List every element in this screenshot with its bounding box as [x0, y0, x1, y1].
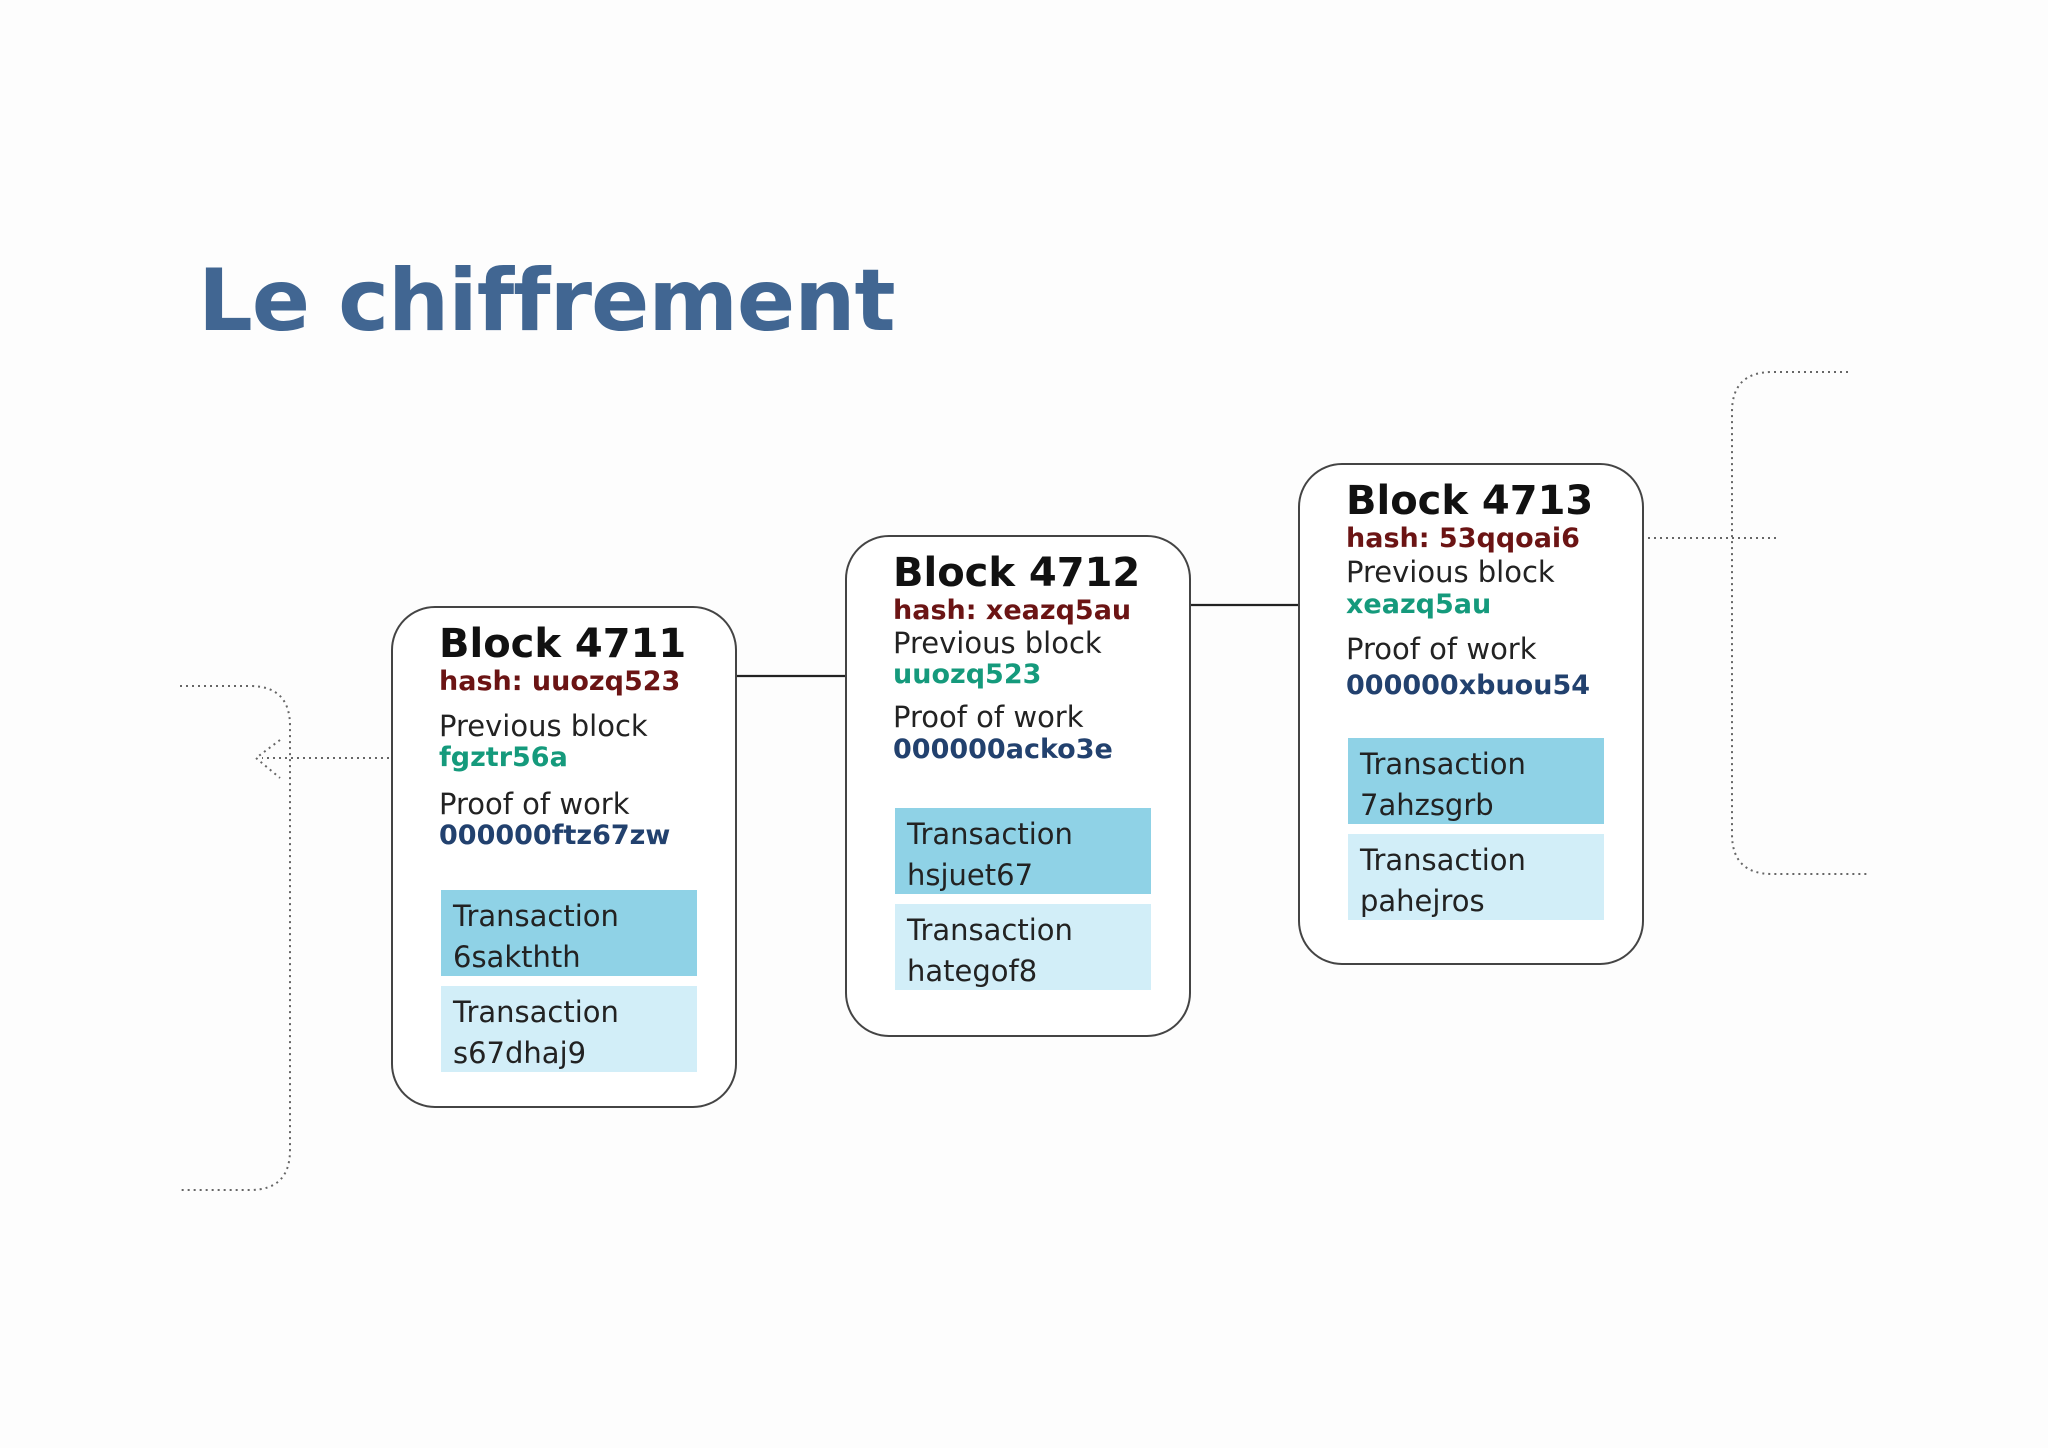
slide-title: Le chiffrement: [198, 251, 896, 351]
transaction-id: s67dhaj9: [453, 1036, 587, 1070]
transaction-label: Transaction: [1360, 843, 1526, 877]
previous-block-value: fgztr56a: [439, 742, 568, 773]
transaction-id: hategof8: [907, 954, 1038, 988]
block-title: Block 4713: [1346, 478, 1594, 524]
right-chain-bracket: [1731, 371, 1868, 875]
block-4713: Block 4713 hash: 53qqoai6 Previous block…: [1298, 463, 1644, 965]
transaction-id: pahejros: [1360, 884, 1485, 918]
left-chain-bracket: [180, 685, 291, 1191]
transaction-box: Transaction hategof8: [895, 904, 1151, 990]
block-title: Block 4712: [893, 550, 1141, 596]
transaction-id: 6sakthth: [453, 940, 581, 974]
proof-of-work-label: Proof of work: [439, 787, 630, 821]
transaction-label: Transaction: [1360, 747, 1526, 781]
block-4711: Block 4711 hash: uuozq523 Previous block…: [391, 606, 737, 1108]
previous-block-label: Previous block: [893, 626, 1102, 660]
transaction-label: Transaction: [453, 899, 619, 933]
transaction-id: 7ahzsgrb: [1360, 788, 1494, 822]
proof-of-work-value: 000000acko3e: [893, 734, 1113, 765]
previous-block-value: xeazq5au: [1346, 589, 1492, 620]
transaction-box: Transaction 7ahzsgrb: [1348, 738, 1604, 824]
transaction-label: Transaction: [453, 995, 619, 1029]
block-hash: hash: 53qqoai6: [1346, 523, 1580, 554]
transaction-box: Transaction hsjuet67: [895, 808, 1151, 894]
transaction-box: Transaction 6sakthth: [441, 890, 697, 976]
block-hash: hash: uuozq523: [439, 666, 681, 697]
transaction-label: Transaction: [907, 913, 1073, 947]
transaction-box: Transaction pahejros: [1348, 834, 1604, 920]
block-title: Block 4711: [439, 621, 687, 667]
arrowhead-left-chain: [254, 739, 281, 779]
proof-of-work-label: Proof of work: [893, 700, 1084, 734]
transaction-id: hsjuet67: [907, 858, 1034, 892]
previous-block-label: Previous block: [1346, 555, 1555, 589]
transaction-label: Transaction: [907, 817, 1073, 851]
proof-of-work-value: 000000xbuou54: [1346, 670, 1591, 701]
transaction-box: Transaction s67dhaj9: [441, 986, 697, 1072]
block-4712: Block 4712 hash: xeazq5au Previous block…: [845, 535, 1191, 1037]
proof-of-work-label: Proof of work: [1346, 632, 1537, 666]
proof-of-work-value: 000000ftz67zw: [439, 820, 671, 851]
block-hash: hash: xeazq5au: [893, 595, 1132, 626]
previous-block-label: Previous block: [439, 709, 648, 743]
previous-block-value: uuozq523: [893, 659, 1042, 690]
